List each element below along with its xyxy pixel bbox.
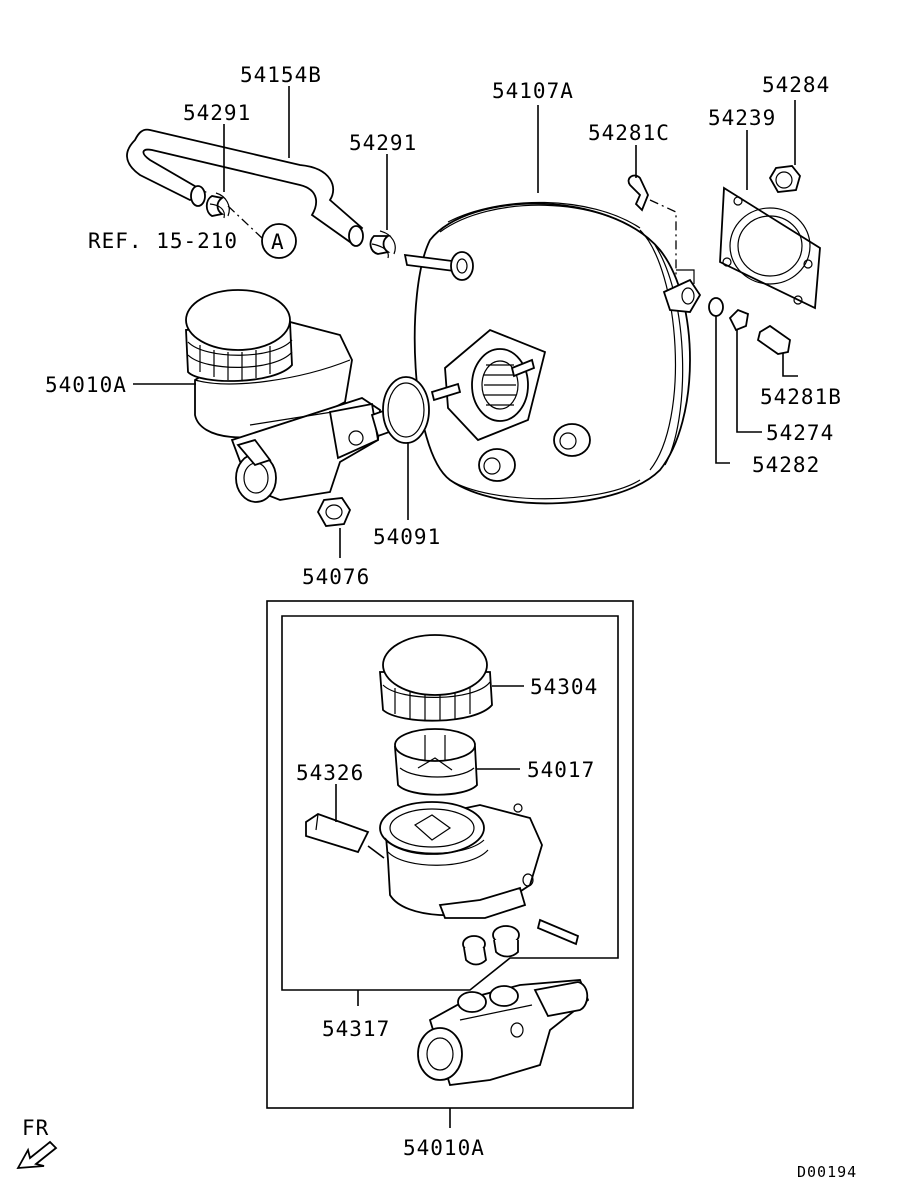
label-master-cylinder-top: 54010A <box>45 373 127 397</box>
grommet-left <box>462 935 487 966</box>
label-pin-b: 54281B <box>760 385 842 409</box>
front-arrow-icon: FR <box>16 1116 58 1170</box>
label-strainer: 54017 <box>527 758 595 782</box>
booster-gasket <box>719 186 821 310</box>
label-pin-c: 54281C <box>588 121 670 145</box>
reference-label: REF. 15-210 <box>88 229 238 253</box>
master-cylinder-body <box>417 979 590 1086</box>
label-nut-top: 54284 <box>762 73 830 97</box>
seal-ring <box>382 376 430 444</box>
label-hose: 54154B <box>240 63 322 87</box>
label-master-cylinder-bottom: 54010A <box>403 1136 485 1160</box>
washer <box>728 308 750 332</box>
label-sensor: 54326 <box>296 761 364 785</box>
label-seal-ring: 54091 <box>373 525 441 549</box>
label-cap: 54304 <box>530 675 598 699</box>
reference-callout: A REF. 15-210 <box>88 205 297 259</box>
hose-clamp-right <box>369 230 396 259</box>
reservoir-strainer <box>394 728 478 796</box>
mount-nut <box>316 497 352 527</box>
reference-circle <box>261 223 297 259</box>
label-clamp-left: 54291 <box>183 101 251 125</box>
hose-clamp-left <box>205 192 230 219</box>
assembly-outline-inner <box>281 615 619 991</box>
label-washer: 54274 <box>766 421 834 445</box>
flange-nut <box>768 165 801 193</box>
o-ring <box>708 297 724 317</box>
reservoir-cap <box>379 634 493 722</box>
reservoir-tank <box>379 801 543 919</box>
diagram-code: D00194 <box>797 1163 857 1181</box>
front-label: FR <box>22 1116 49 1140</box>
label-clamp-right: 54291 <box>349 131 417 155</box>
brake-booster <box>403 201 702 505</box>
clevis-pin-b <box>756 324 791 355</box>
reservoir-pin <box>536 918 580 946</box>
label-reservoir-kit: 54317 <box>322 1017 390 1041</box>
label-oring: 54282 <box>752 453 820 477</box>
level-sensor <box>305 812 370 854</box>
reference-circle-letter: A <box>271 230 285 254</box>
vacuum-hose <box>126 128 364 247</box>
grommet-right <box>492 925 520 958</box>
master-cylinder-assembly-top <box>185 289 430 503</box>
label-nut-bottom: 54076 <box>302 565 370 589</box>
label-booster: 54107A <box>492 79 574 103</box>
label-gasket: 54239 <box>708 106 776 130</box>
